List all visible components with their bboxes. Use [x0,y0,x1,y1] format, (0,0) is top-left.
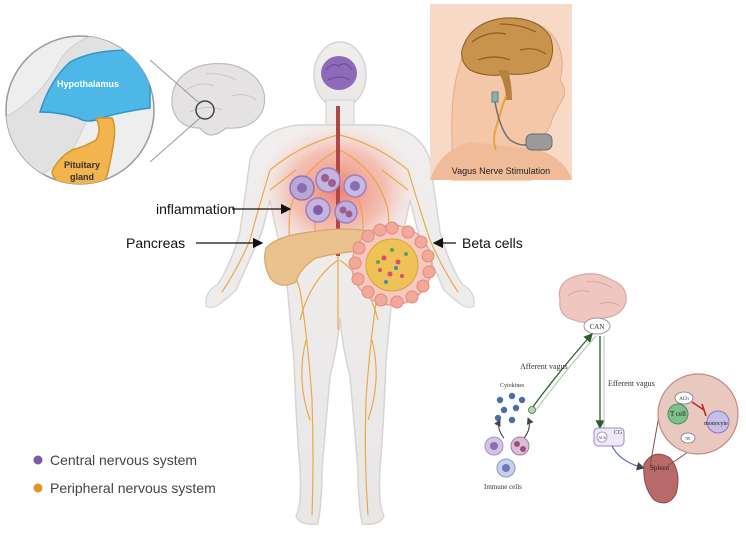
legend-cns-dot [33,455,43,465]
legend: Central nervous system Peripheral nervou… [33,452,216,496]
afferent-label: Afferent vagus [520,362,568,371]
cg-label: CG [614,430,623,436]
beta-cells-islet-icon [348,221,436,309]
pancreas-label: Pancreas [126,235,185,251]
cytokines-icon [494,392,526,424]
can-label: CAN [590,323,605,331]
vns-label: Vagus Nerve Stimulation [452,166,550,176]
efferent-label: Efferent vagus [608,379,655,388]
pancreas-icon [264,228,379,286]
hypothalamus-region [38,49,151,122]
inflammation-label: inflammation [156,201,235,217]
peripheral-nerves [221,110,459,516]
inflammatory-reflex-panel: CAN Afferent vagus Efferent vagus Cytoki… [484,273,739,504]
ne-label: NE [685,436,691,441]
t-cell-label: T cell [670,410,686,418]
cytokines-label: Cytokines [500,383,525,389]
can-node [583,317,611,335]
pituitary-label-line1: Pituitary [64,160,100,170]
legend-pns-dot [33,483,43,493]
monocyte-label: monocyte [704,421,728,427]
spleen-label: Spleen [650,464,670,472]
pituitary-label-line2: gland [70,172,94,182]
cg-ach-label: ACh [598,435,606,440]
inflammatory-cells-icon [289,167,367,224]
t-cell-icon [667,403,689,425]
panel-brain-icon [558,273,627,324]
zoom-ach-label: ACh [679,397,689,402]
spleen-icon [643,453,679,504]
beta-cells-label: Beta cells [462,235,523,251]
immune-cells-icon [484,436,530,478]
vns-inset: Vagus Nerve Stimulation [430,4,572,181]
hypothalamus-inset: Hypothalamus Pituitary gland [5,35,266,185]
legend-pns-label: Peripheral nervous system [50,480,216,496]
hypothalamus-label: Hypothalamus [57,79,119,89]
immune-cells-label: Immune cells [484,483,522,491]
legend-cns-label: Central nervous system [50,452,197,468]
monocyte-icon [706,410,730,434]
pituitary-gland [51,117,116,184]
cns-brain-icon [321,56,357,90]
